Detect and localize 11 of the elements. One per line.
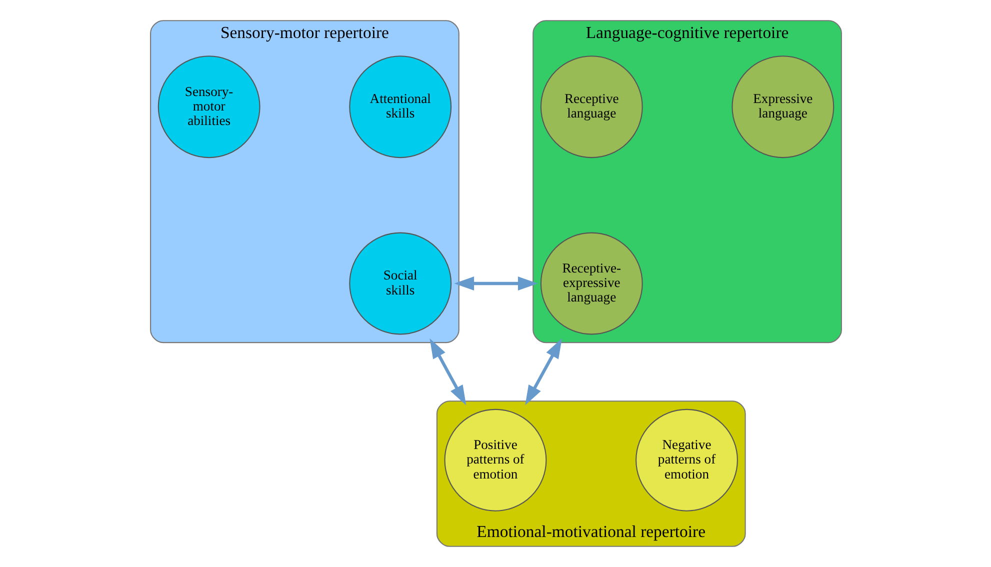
node-circle: Attentional skills [348, 56, 452, 158]
arrow [524, 338, 562, 406]
node-circle: Receptive language [540, 56, 642, 158]
arrow [429, 338, 466, 406]
node-circle: Negative patterns of emotion [635, 408, 738, 512]
node-circle: Expressive language [731, 56, 834, 158]
node-circle: Positive patterns of emotion [444, 408, 546, 512]
node-circle: Sensory-motor abilities [157, 56, 260, 158]
arrow [454, 276, 538, 290]
node-circle: Social skills [348, 232, 452, 335]
node-circle: Receptive-expressive language [540, 232, 642, 335]
